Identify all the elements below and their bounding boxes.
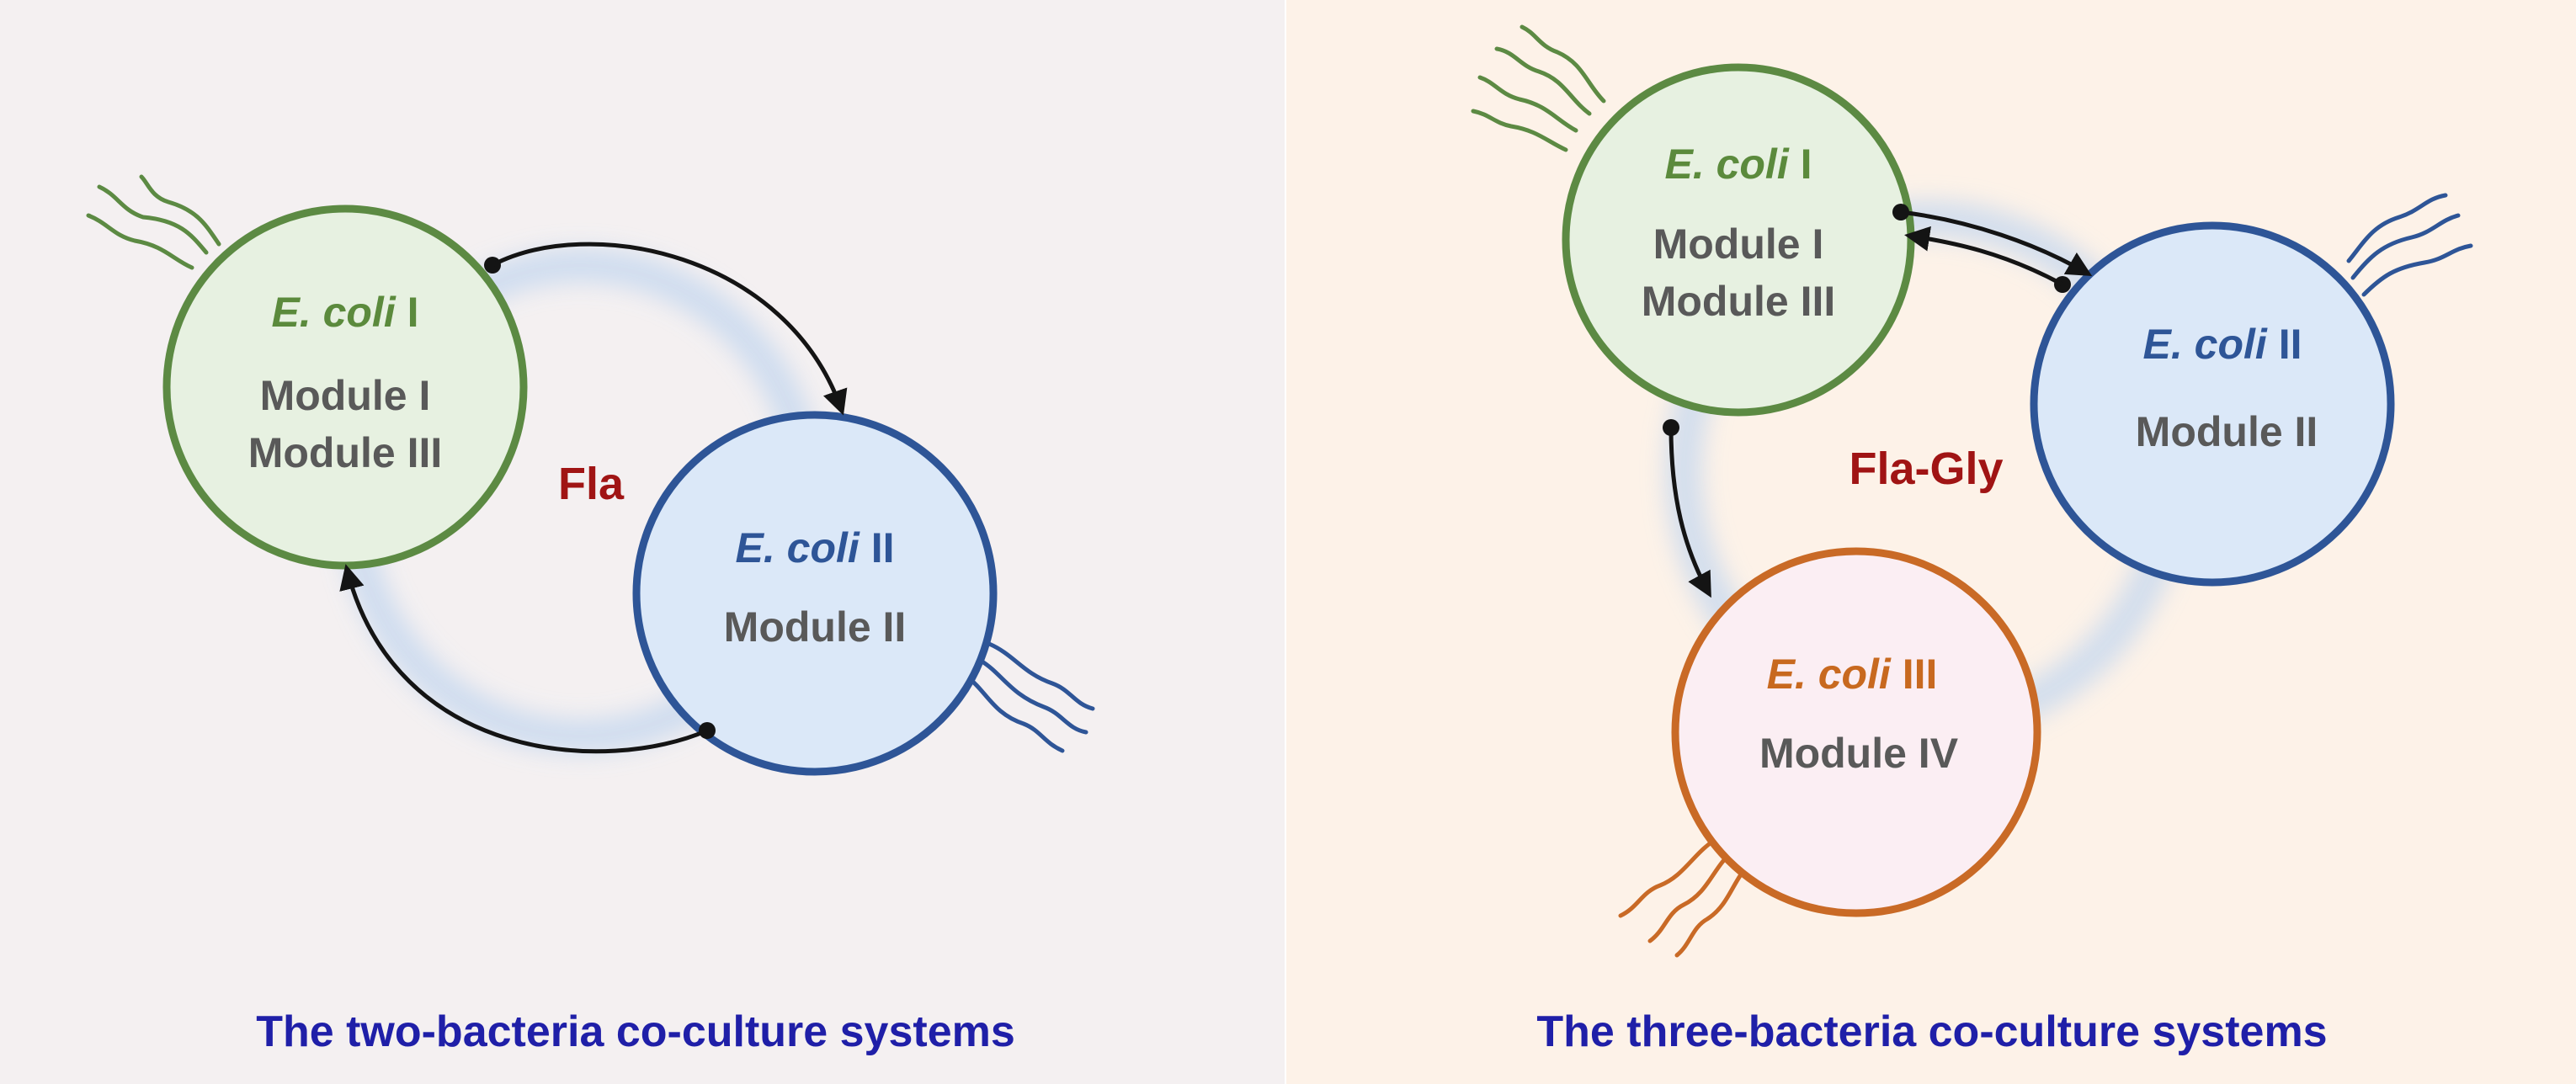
left-caption: The two-bacteria co-culture systems [256,1007,1015,1056]
right-arrow-1-to-3 [1669,427,1711,598]
right-ecoli-3-label: E. coli III [1767,651,1938,698]
left-arrow-1-to-2 [491,242,848,416]
right-panel-background [1286,0,2576,1084]
right-flagella-blue-icon [2346,193,2473,297]
right-flagella-orange-icon [1618,835,1754,958]
left-ecoli-2-numeral: II [871,524,895,571]
left-flagella-blue-icon [966,641,1095,753]
right-ecoli-3-numeral: III [1903,651,1938,698]
left-panel: E. coli I Module I Module III Fla E. col… [86,174,1095,1056]
right-product-label: Fla-Gly [1849,444,2003,494]
left-product-label: Fla [558,459,625,509]
left-ecoli-2-module-1: Module II [724,603,907,651]
right-ecoli-1-label: E. coli I [1664,141,1812,188]
right-ecoli-1-strain: E. coli [1664,141,1789,188]
right-ecoli-1-numeral: I [1801,141,1812,188]
left-ecoli-2-label: E. coli II [736,524,895,571]
right-ecoli-2-module-1: Module II [2136,408,2318,455]
right-ecoli-2-label: E. coli II [2143,321,2302,368]
left-flagella-green-icon [86,174,221,270]
panel-divider [1285,0,1286,1084]
left-ecoli-1-module-2: Module III [248,429,443,476]
left-ecoli-1-strain: E. coli [271,289,396,336]
right-arrow-2-to-1 [1904,226,2064,287]
right-flagella-green-icon [1471,24,1606,152]
left-ecoli-1-label: E. coli I [271,289,418,336]
right-caption: The three-bacteria co-culture systems [1536,1007,2327,1056]
left-arrow-2-to-1 [339,564,708,754]
right-ecoli-3-strain: E. coli [1767,651,1892,698]
right-ecoli-1-module-1: Module I [1653,221,1824,268]
right-ecoli-2-numeral: II [2279,321,2302,368]
right-ecoli-2-strain: E. coli [2143,321,2268,368]
left-ecoli-1-module-1: Module I [260,372,431,419]
right-ecoli-1-module-2: Module III [1642,278,1836,325]
right-ecoli-2-cell [2030,221,2395,587]
left-ecoli-1-numeral: I [407,289,419,336]
left-ecoli-2-cell [632,411,998,776]
right-panel: E. coli I Module I Module III Fla-Gly E.… [1471,24,2473,1056]
right-arrow-1-to-2 [1900,210,2093,277]
right-ecoli-3-module-1: Module IV [1759,730,1959,777]
left-ecoli-2-strain: E. coli [736,524,860,571]
right-ecoli-3-cell [1671,547,2041,917]
